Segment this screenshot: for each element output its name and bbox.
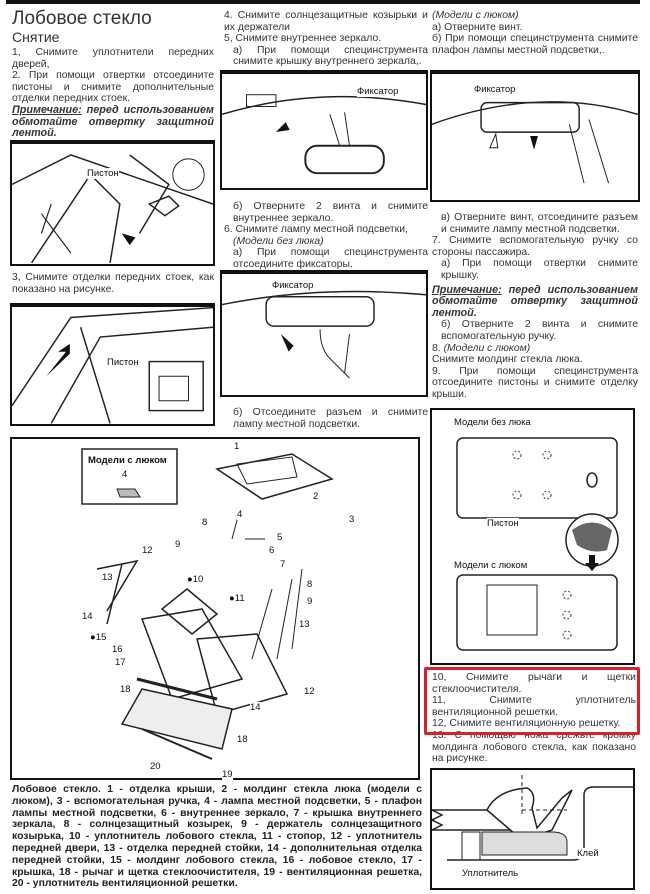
exploded-diagram: Модели с люком 4 1 2 3 4 5 6 7 8 9 ●10 ●… (10, 437, 420, 780)
piston-label: Пистон (107, 357, 139, 368)
top-rule (430, 0, 640, 4)
callout: 20 (150, 761, 161, 772)
callout: 17 (115, 657, 126, 668)
callout: 13 (102, 572, 113, 583)
step-b: б) При помощи специнструмента снимите пл… (432, 33, 638, 56)
clip-label: Фиксатор (474, 84, 516, 95)
callout: 2 (313, 491, 319, 502)
figure-roof-trim: Модели без люка Пистон Модели с люком (430, 408, 635, 665)
callout: 9 (175, 539, 181, 550)
column-1: Лобовое стекло Снятие 1, Снимите уплотни… (12, 8, 214, 140)
figure-dome-lamp: Фиксатор (430, 70, 640, 202)
highlight-box (424, 667, 640, 735)
callout: 3 (349, 514, 355, 525)
callout: 5 (277, 532, 283, 543)
step-11: 11, Снимите уплотнитель вентиляционной р… (432, 695, 636, 718)
step-v: в) Отверните винт, отсоедините разъем и … (441, 212, 638, 235)
roof-trim-illustration (456, 437, 619, 651)
no-sunroof-label: Модели без люка (454, 417, 531, 428)
callout: 8 (307, 579, 313, 590)
section-subtitle: Снятие (12, 29, 60, 45)
step-6-models: (Модели без люка) (233, 235, 324, 247)
figure-pillar-removal: Пистон (10, 303, 215, 426)
callout: 13 (299, 619, 310, 630)
callout: 14 (82, 611, 93, 622)
step-a: а) Отверните винт. (432, 21, 523, 33)
step-7b: б) Отверните 2 винта и снимите вспомогат… (441, 319, 638, 342)
step-2: 2. При помощи отвертки отсоедините писто… (12, 70, 214, 105)
step-5a: а) При помощи специнструмента снимите кр… (233, 44, 428, 68)
callout: 19 (222, 769, 233, 780)
figure-caption: Лобовое стекло. 1 - отделка крыши, 2 - м… (12, 784, 422, 890)
figure-lamp-clips: Фиксатор (220, 270, 428, 397)
note: Примечание: перед использованием обмотай… (432, 283, 638, 319)
inset-title: Модели с люком (88, 455, 167, 466)
note: Примечание: перед использованием обмотай… (12, 103, 214, 140)
step-9: 9. При помощи специнструмента отсоединит… (432, 365, 638, 400)
callout: 9 (307, 596, 313, 607)
step-5: 5, Снимите внутреннее зеркало. (224, 33, 382, 45)
step-1: 1, Снимите уплотнители передних дверей, (12, 47, 214, 70)
step-7a: а) При помощи отвертки снимите крышку. (441, 258, 638, 281)
column-3-steps-10-13: 10, Снимите рычаги и щетки стеклоочистит… (432, 672, 636, 765)
callout: 6 (269, 545, 275, 556)
windshield-exploded-illustration (81, 448, 334, 760)
piston-label: Пистон (87, 168, 119, 179)
step-13: 13. С помощью ножа срежьте кромку молдин… (432, 729, 636, 765)
callout: 7 (280, 559, 286, 570)
callout: ●10 (187, 574, 204, 585)
step-5b: б) Отверните 2 винта и снимите внутренне… (233, 201, 428, 224)
step-10: 10, Снимите рычаги и щетки стеклоочистит… (432, 672, 636, 695)
callout: 12 (142, 545, 153, 556)
callout: 8 (202, 517, 208, 528)
step-3: 3, Снимите отделки передних стоек, как п… (12, 272, 214, 295)
step-12: 12, Снимите вентиляционную решетку. (432, 718, 621, 730)
sunroof-models-label: (Модели с люком) (432, 10, 519, 21)
clip-label: Фиксатор (357, 86, 399, 97)
lamp-illustration (222, 290, 426, 379)
page-title: Лобовое стекло (12, 8, 152, 29)
callout: 18 (120, 684, 131, 695)
step-7: 7. Снимите вспомогательную ручку со стор… (432, 235, 638, 258)
column-2-middle: б) Отверните 2 винта и снимите внутренне… (224, 201, 428, 271)
figure-pillar-trim-pistons: Пистон (10, 140, 215, 266)
top-rule (218, 0, 430, 4)
callout: 4 (237, 509, 243, 520)
callout: 4 (122, 469, 128, 480)
pillar-removal-illustration (12, 307, 213, 424)
piston-label: Пистон (487, 518, 519, 529)
step-8: 8. (Модели с люком) (432, 342, 531, 354)
column-2-top: 4. Снимите солнцезащитные козырьки и их … (224, 10, 428, 68)
pillar-illustration (12, 154, 213, 264)
step-8-text: Снимите молдинг стекла люка. (432, 354, 583, 366)
figure-mirror-cover: Фиксатор (220, 70, 428, 190)
callout: ●11 (229, 593, 245, 604)
callout: 18 (237, 734, 248, 745)
step-4: 4. Снимите солнцезащитные козырьки и их … (224, 10, 428, 33)
dome-lamp-illustration (432, 101, 638, 184)
mirror-illustration (222, 94, 426, 175)
step-6: 6. Снимите лампу местной подсветки, (224, 224, 408, 236)
callout: 12 (304, 686, 315, 697)
column-3-middle: в) Отверните винт, отсоедините разъем и … (432, 212, 638, 401)
glue-label: Клей (577, 848, 599, 859)
top-rule (6, 0, 218, 4)
step-6b: б) Отсоедините разъем и снимите лампу ме… (233, 407, 428, 430)
callout: 14 (250, 702, 261, 713)
callout: 16 (112, 644, 123, 655)
step-6a: а) При помощи специнструмента отсоединит… (233, 247, 428, 270)
seal-label: Уплотнитель (462, 868, 519, 879)
callout: 1 (234, 441, 240, 452)
clip-label: Фиксатор (272, 280, 314, 291)
callout: ●15 (90, 632, 107, 643)
figure-molding-section: Клей Уплотнитель (430, 768, 635, 890)
molding-section-illustration (432, 775, 633, 861)
column-3-top: (Модели с люком) а) Отверните винт. б) П… (432, 10, 638, 56)
sunroof-label: Модели с люком (454, 560, 528, 571)
